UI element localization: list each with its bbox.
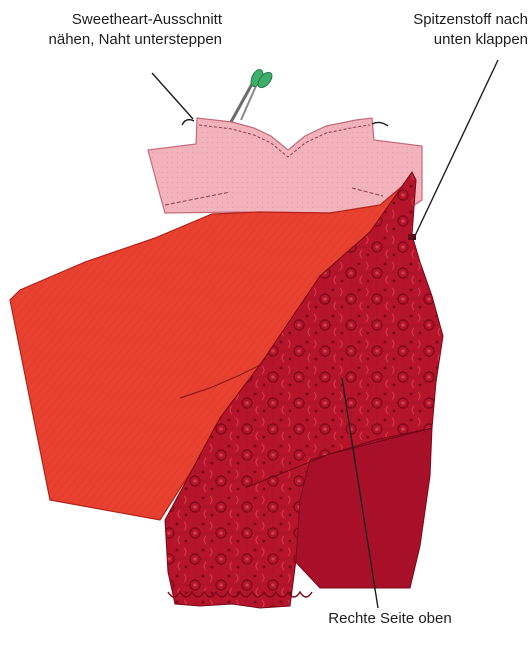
annotation-right-side-line1: Rechte Seite oben [300, 609, 480, 629]
annotation-lace-fold: Spitzenstoff nach unten klappen [383, 10, 528, 50]
annotation-lace-fold-line2: unten klappen [383, 30, 528, 50]
annotation-neckline-line2: nähen, Naht untersteppen [8, 30, 222, 50]
annotation-neckline-line1: Sweetheart-Ausschnitt [8, 10, 222, 30]
scissors-icon [231, 68, 275, 122]
annotation-neckline: Sweetheart-Ausschnitt nähen, Naht unters… [8, 10, 222, 50]
neckline-marker-left [182, 120, 194, 125]
annotation-right-side: Rechte Seite oben [300, 609, 480, 629]
leader-line-neckline [152, 73, 193, 119]
bodice-piece [148, 118, 422, 213]
annotation-lace-fold-line1: Spitzenstoff nach [383, 10, 528, 30]
neckline-marker-right [372, 122, 388, 126]
leader-line-lace-fold [413, 60, 498, 240]
